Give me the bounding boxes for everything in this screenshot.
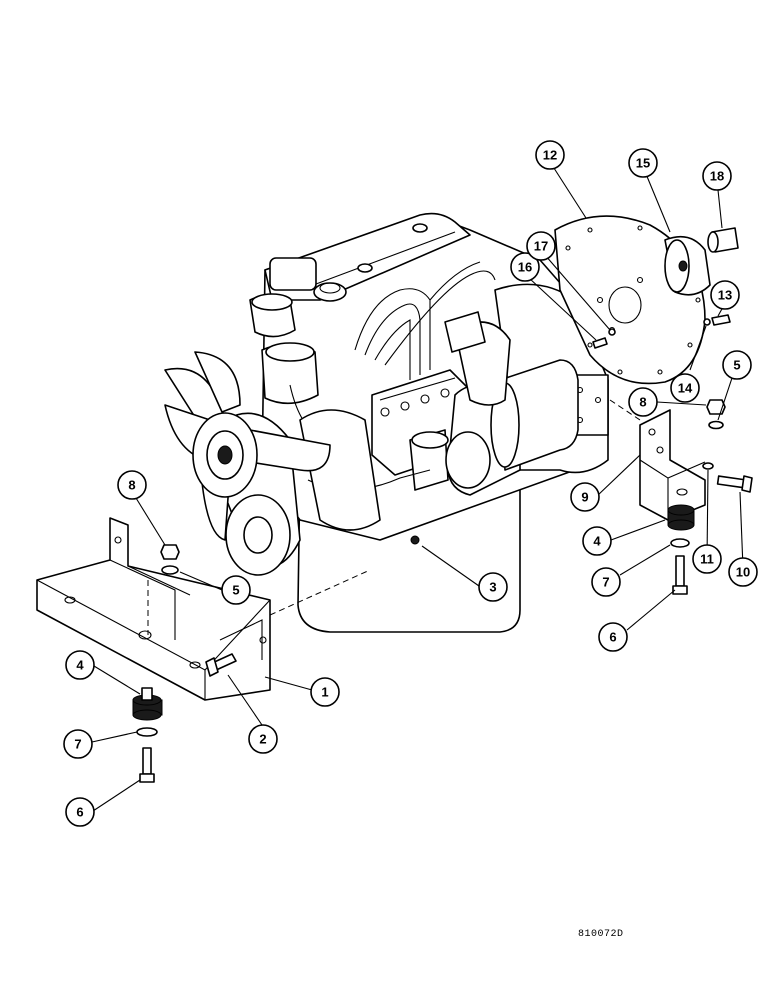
callout-7-rear: 7 — [591, 567, 621, 597]
callout-5-rear: 5 — [722, 350, 752, 380]
callout-11: 11 — [692, 544, 722, 574]
callout-label: 5 — [733, 358, 740, 373]
callout-label: 8 — [128, 478, 135, 493]
callout-label: 6 — [76, 805, 83, 820]
callout-label: 12 — [543, 148, 557, 163]
callout-label: 6 — [609, 630, 616, 645]
callout-label: 4 — [76, 658, 84, 673]
callout-label: 17 — [534, 239, 548, 254]
callout-13: 13 — [710, 280, 740, 310]
callout-label: 11 — [700, 552, 714, 567]
callout-label: 14 — [678, 381, 693, 396]
engine-illustration — [164, 212, 609, 633]
callout-label: 3 — [489, 580, 496, 595]
callout-6-front: 6 — [65, 797, 95, 827]
pilot-bushing — [707, 227, 739, 253]
callout-16: 16 — [510, 252, 540, 282]
callout-12: 12 — [535, 140, 565, 170]
callout-3: 3 — [478, 572, 508, 602]
front-hardware — [132, 544, 180, 783]
rear-mounting-bracket — [609, 399, 706, 521]
callout-10: 10 — [728, 557, 758, 587]
callout-label: 5 — [232, 583, 239, 598]
callout-6-rear: 6 — [598, 622, 628, 652]
callout-14: 14 — [670, 373, 700, 403]
callout-label: 7 — [74, 737, 81, 752]
drawing-number: 810072D — [578, 929, 624, 940]
callout-label: 16 — [518, 260, 532, 275]
callout-2: 2 — [248, 724, 278, 754]
callout-label: 9 — [581, 490, 588, 505]
callout-label: 8 — [639, 395, 646, 410]
callout-label: 1 — [321, 685, 328, 700]
callout-8-front: 8 — [117, 470, 147, 500]
callout-8-rear: 8 — [628, 387, 658, 417]
callout-label: 15 — [636, 156, 650, 171]
rear-hardware — [667, 399, 753, 595]
callout-4-rear: 4 — [582, 526, 612, 556]
leader-lines — [91, 164, 744, 812]
callout-18: 18 — [702, 161, 732, 191]
callout-label: 7 — [602, 575, 609, 590]
callout-label: 4 — [593, 534, 601, 549]
adapter-hub — [664, 235, 711, 296]
callout-5-front: 5 — [221, 575, 251, 605]
front-mounting-bracket — [36, 517, 371, 701]
callout-17: 17 — [526, 231, 556, 261]
callout-15: 15 — [628, 148, 658, 178]
callout-label: 18 — [710, 169, 724, 184]
callout-label: 2 — [259, 732, 266, 747]
bolt-2 — [205, 653, 237, 677]
callout-7-front: 7 — [63, 729, 93, 759]
callout-4-front: 4 — [65, 650, 95, 680]
callout-1: 1 — [310, 677, 340, 707]
callout-label: 10 — [736, 565, 750, 580]
small-fasteners — [592, 314, 731, 349]
callout-label: 13 — [718, 288, 732, 303]
callout-9: 9 — [570, 482, 600, 512]
